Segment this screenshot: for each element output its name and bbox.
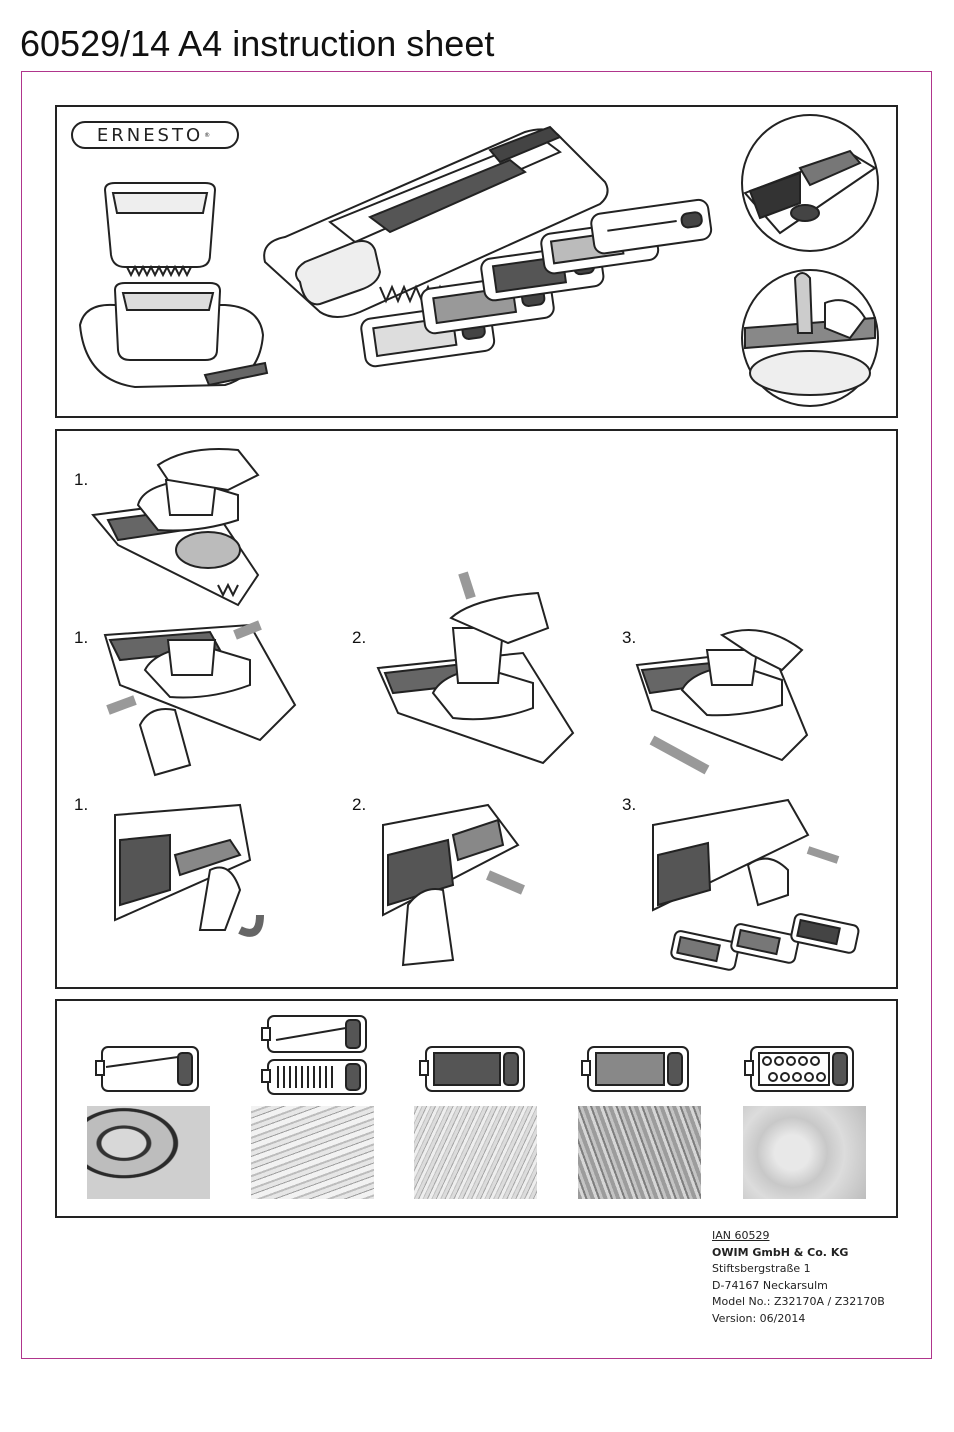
food-holder-icon [78,182,269,389]
attach-guard-illustration [103,620,297,777]
brand-logo: ERNESTO® [71,121,239,149]
sliced-result-photo [87,1106,210,1199]
medium-grater-icon [581,1046,689,1092]
blade-set-icon [360,198,713,368]
blade-detail-icon [741,114,879,252]
trim-frame [21,71,932,1359]
version-info: Version: 06/2014 [712,1311,806,1325]
step-label: 3. [622,795,637,814]
step-label: 2. [352,795,367,814]
slide-holder-illustration [635,629,809,775]
press-holder-illustration [376,571,575,765]
city-address: D-74167 Neckarsulm [712,1278,828,1292]
julienne-blade-icon [261,1015,367,1095]
step-label: 2. [352,628,367,647]
remove-blade-illustration [114,803,264,937]
street-address: Stiftsbergstraße 1 [712,1262,811,1275]
model-number: Model No.: Z32170A / Z32170B [712,1295,885,1308]
usage-detail-icon [741,269,879,407]
imprint: IAN 60529 OWIM GmbH & Co. KG Stiftsbergs… [712,1228,885,1327]
medium-grated-result-photo [578,1106,701,1199]
coarse-grater-icon [744,1046,854,1092]
ian-number: IAN 60529 [712,1229,770,1242]
step-label: 1. [74,470,89,489]
slicing-blade-icon [95,1046,199,1092]
coarse-grated-result-photo [743,1106,866,1199]
julienne-result-photo [251,1106,374,1199]
mandoline-slicer-icon [263,125,609,318]
step-label: 3. [622,628,637,647]
fine-grater-icon [419,1046,525,1092]
step-label: 1. [74,628,89,647]
fine-grated-result-photo [414,1106,537,1199]
step-label: 1. [74,795,89,814]
blade-storage-illustration [652,798,860,971]
company-name: OWIM GmbH & Co. KG [712,1245,849,1259]
document-title: 60529/14 A4 instruction sheet [20,23,495,64]
mount-holder-illustration [91,448,260,607]
insert-blade-illustration [382,803,525,967]
